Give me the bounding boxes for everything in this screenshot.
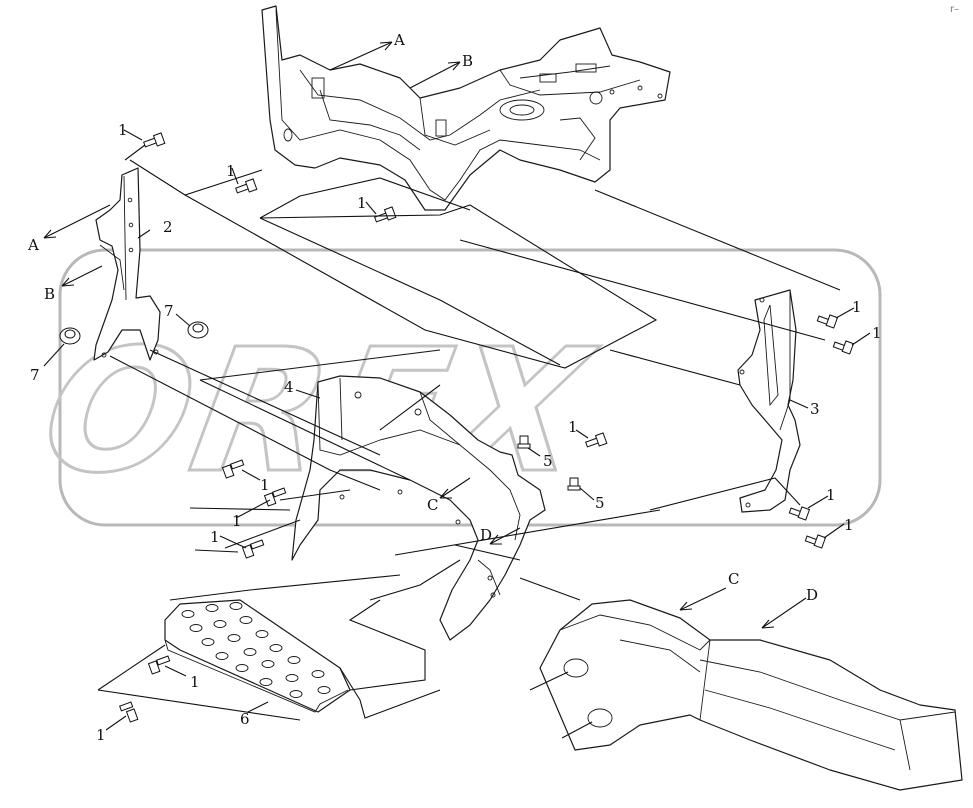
bolt-top-left — [143, 132, 166, 148]
bolt-mid-2 — [263, 487, 287, 507]
bracket-part-2 — [93, 167, 161, 361]
callout-labels: 1 1 1 2 A B 7 7 A B 4 1 1 3 1 1 1 5 5 C … — [27, 31, 882, 744]
bolt-parts-5 — [517, 435, 581, 491]
bolt-parts-1 — [119, 132, 855, 723]
callout-1-step-b: 1 — [96, 726, 106, 744]
bolt-step-2 — [119, 701, 139, 723]
mudguard-part-4 — [291, 375, 546, 641]
callout-C-detail: C — [728, 570, 739, 588]
nut-7-left — [59, 327, 81, 345]
callout-D-mid: D — [480, 526, 492, 544]
assembly-lines — [97, 144, 841, 721]
corner-mark: r– — [950, 4, 959, 15]
bolt-right-2 — [832, 340, 855, 355]
bolt-5-b — [567, 477, 581, 491]
bolt-mid-1 — [221, 459, 245, 479]
callout-1-mid-a: 1 — [260, 476, 270, 494]
callout-1-frame-a: 1 — [226, 162, 236, 180]
main-frame-part — [261, 5, 671, 211]
callout-4: 4 — [284, 378, 294, 396]
callout-1-frame-b: 1 — [357, 194, 367, 212]
callout-1-mid-b: 1 — [232, 512, 242, 530]
callout-5-b: 5 — [595, 494, 605, 512]
callout-B-left: B — [44, 285, 55, 303]
callout-5-a: 5 — [543, 452, 553, 470]
callout-D-detail: D — [806, 586, 818, 604]
callout-7-left: 7 — [30, 366, 40, 384]
bolt-frame-1 — [235, 178, 258, 194]
bolt-step-1 — [147, 655, 171, 675]
bracket-part-3 — [737, 289, 801, 513]
nut-parts-7 — [59, 321, 209, 345]
nut-7-right — [187, 321, 209, 339]
callout-1-right-a: 1 — [852, 298, 862, 316]
step-part-6 — [164, 599, 351, 713]
callout-1-mid-c: 1 — [210, 528, 220, 546]
callout-B-top: B — [462, 52, 473, 70]
bolt-mid-3 — [241, 539, 265, 559]
step-holes — [181, 602, 331, 698]
bolt-right-4 — [804, 534, 827, 549]
callout-C-mid: C — [427, 496, 438, 514]
bolt-right-1 — [816, 314, 839, 329]
callout-1-top-left: 1 — [118, 121, 128, 139]
leader-lines — [43, 41, 871, 739]
callout-7-right: 7 — [164, 302, 174, 320]
callout-1-right-c: 1 — [826, 486, 836, 504]
bolt-center-1 — [585, 432, 608, 448]
callout-1-right-d: 1 — [844, 516, 854, 534]
bolt-5-a — [517, 435, 531, 449]
callout-6: 6 — [240, 710, 250, 728]
callout-A-left: A — [27, 236, 39, 254]
callout-3: 3 — [810, 400, 820, 418]
callout-1-center: 1 — [568, 418, 578, 436]
callout-2: 2 — [163, 218, 173, 236]
callout-1-right-b: 1 — [872, 324, 882, 342]
callout-1-step-a: 1 — [190, 673, 200, 691]
bolt-frame-2 — [374, 206, 397, 223]
bolt-right-3 — [788, 506, 811, 521]
callout-A-top: A — [393, 31, 405, 49]
detail-view-c-d — [539, 599, 963, 791]
